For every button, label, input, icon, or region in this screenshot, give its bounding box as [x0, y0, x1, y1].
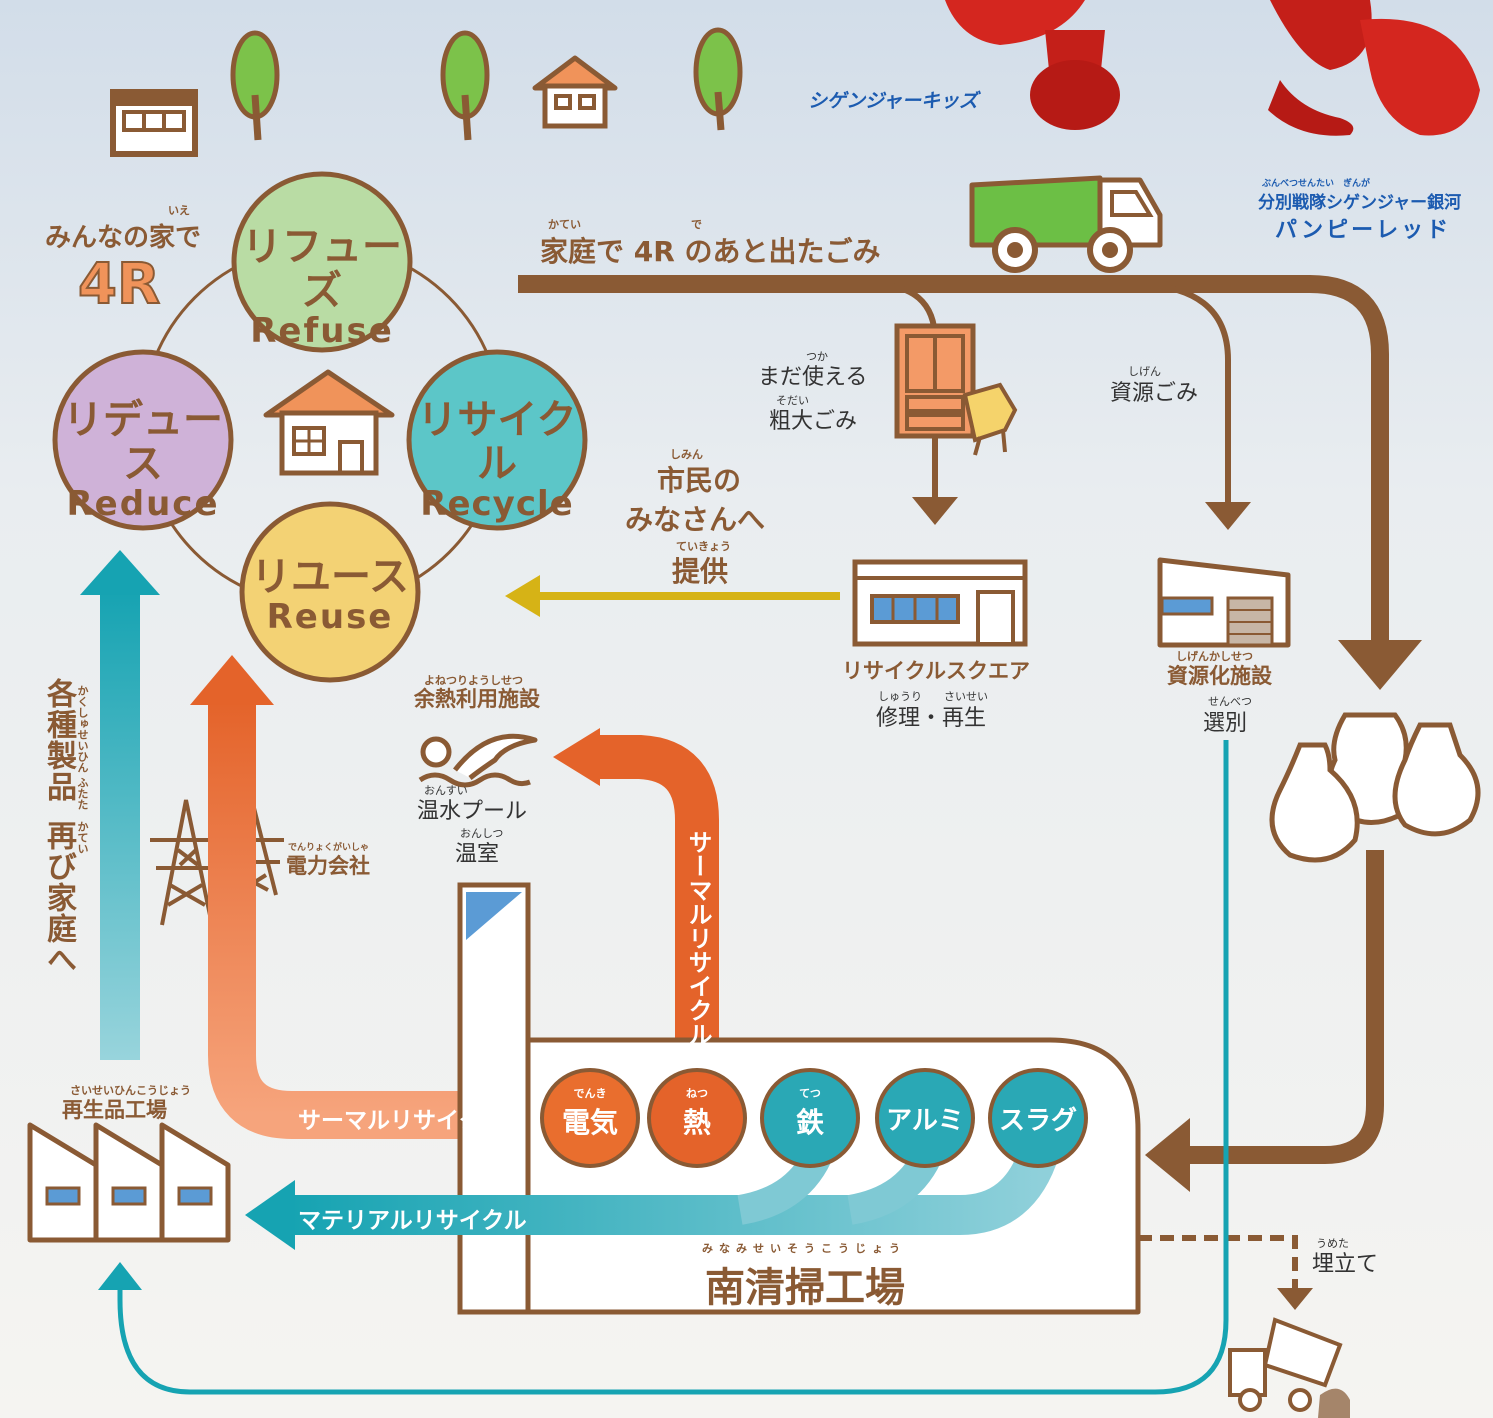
garbage-truck-icon	[969, 175, 1163, 273]
refuse-circle	[231, 171, 413, 353]
tree-icon	[440, 30, 490, 141]
garbage-flow-arrows	[518, 275, 1422, 1310]
landfill-label: 埋立て	[1312, 1252, 1379, 1277]
garbage-bags-icon	[1269, 712, 1481, 863]
power-label: 電力会社	[286, 854, 370, 878]
thermal-recycle-arrow-left	[190, 655, 550, 1139]
output-heat: ねつ 熱	[682, 1087, 711, 1139]
reuse-circle	[239, 501, 421, 683]
shop-icon	[110, 89, 198, 157]
resource-ruby: しげん	[1128, 365, 1161, 378]
hero-name-line2: パンピーレッド	[1275, 218, 1452, 243]
bulky-ruby-2: そだい	[776, 394, 809, 407]
output-slag: スラグ	[998, 1106, 1077, 1136]
products-vertical-2: 再び家庭へ	[41, 820, 76, 975]
output-iron: てつ 鉄	[795, 1087, 824, 1139]
greenhouse-ruby: おんしつ	[460, 827, 504, 840]
pool-label: 温水プール	[417, 799, 528, 824]
power-ruby: でんりょくがいしゃ	[288, 843, 370, 853]
citizens-line-1: 市民の	[657, 464, 742, 497]
recycled-products-factory-icon	[27, 1122, 231, 1243]
thermal-recycle-label-v: サーマルリサイクル	[684, 830, 712, 1046]
greenhouse-label: 温室	[455, 842, 500, 867]
provide-arrow	[505, 575, 840, 617]
kids-label: シゲンジャーキッズ	[808, 90, 979, 112]
thermal-recycle-arrow-up	[553, 728, 719, 1090]
hero-name-line1: 分別戦隊シゲンジャー銀河	[1258, 193, 1462, 213]
four-r-title: 4R	[77, 251, 161, 318]
refuse-label: リフューズ Refuse	[242, 224, 402, 351]
four-r-cycle	[52, 171, 588, 683]
house-icon	[532, 55, 618, 129]
pool-ruby: おんすい	[424, 784, 468, 797]
scenery	[110, 27, 743, 157]
reduce-label: リデュース Reduce	[63, 397, 223, 524]
swimming-pool-icon	[418, 733, 538, 788]
factory-ruby: さいせいひんこうじょう	[70, 1084, 191, 1097]
hero-character-illustration	[945, 0, 1480, 136]
hero-ruby: ぶんべつせんたい ぎんが	[1262, 179, 1371, 189]
products-ruby: かくしゅせいひん ふたた かてい	[76, 685, 89, 854]
recycle-label: リサイクル Recycle	[417, 397, 577, 524]
recycle-circle	[406, 349, 588, 531]
citizens-line-2: みなさんへ	[625, 503, 766, 536]
products-vertical-1: 各種製品	[41, 678, 76, 802]
waste-heat-ruby: よねつりようしせつ	[424, 674, 523, 687]
recycle-square-building-icon	[852, 559, 1028, 647]
intro-text: みんなの家で	[45, 223, 202, 253]
dump-truck-icon	[1228, 1317, 1350, 1418]
output-circles	[540, 1068, 1088, 1168]
material-recycle-label: マテリアルリサイクル	[298, 1208, 527, 1234]
resource-return-line	[98, 740, 1229, 1395]
waste-heat-label: 余熱利用施設	[414, 687, 540, 711]
bulky-ruby-1: つか	[806, 350, 828, 363]
citizens-ruby: しみん	[670, 448, 703, 461]
products-to-home-arrow	[80, 550, 160, 1060]
tree-icon	[230, 30, 280, 141]
intro-ruby: いえ	[168, 204, 190, 217]
resource-label: 資源ごみ	[1110, 381, 1199, 406]
output-aluminum: アルミ	[886, 1106, 964, 1136]
recycle-square-label: リサイクルスクエア	[842, 659, 1030, 683]
repair-label: 修理・再生	[876, 706, 987, 731]
output-electricity: でんき 電気	[561, 1087, 618, 1139]
reduce-circle	[52, 349, 234, 531]
provide-label: 提供	[672, 555, 729, 588]
sorting-label: 選別	[1203, 711, 1248, 736]
plant-label: 南清掃工場	[705, 1265, 905, 1311]
bulky-line-2: 粗大ごみ	[769, 409, 858, 434]
provide-ruby: ていきょう	[676, 540, 731, 553]
factory-label: 再生品工場	[62, 1098, 167, 1122]
home-icon	[263, 369, 395, 476]
facility-label: 資源化施設	[1167, 664, 1272, 688]
furniture-icon	[894, 323, 1018, 456]
bulky-line-1: まだ使える	[758, 365, 868, 390]
facility-ruby: しげんかしせつ	[1176, 650, 1253, 663]
landfill-ruby: うめた	[1316, 1237, 1349, 1250]
resource-facility-building-icon	[1157, 557, 1291, 648]
garbage-label: 家庭で 4R のあと出たごみ	[540, 235, 881, 268]
sorting-ruby: せんべつ	[1208, 695, 1252, 708]
garbage-ruby: かてい で	[548, 218, 702, 231]
tree-icon	[693, 27, 743, 131]
repair-ruby: しゅうり さいせい	[878, 690, 988, 703]
plant-ruby: みなみせいそうこうじょう	[702, 1242, 906, 1255]
thermal-recycle-label-h: サーマルリサイクル	[298, 1108, 504, 1134]
reuse-label: リユース Reuse	[251, 554, 409, 637]
